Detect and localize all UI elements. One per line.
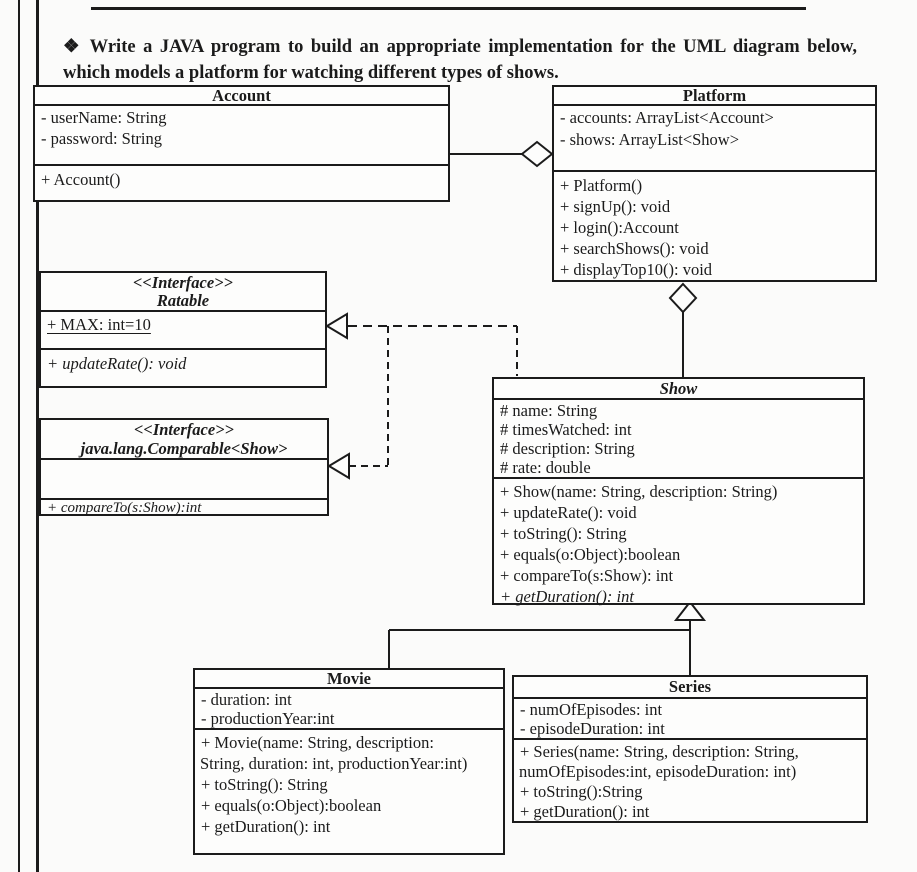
attribute: - episodeDuration: int <box>520 719 665 738</box>
method: + updateRate(): void <box>47 354 187 373</box>
attribute: - duration: int <box>201 690 292 709</box>
class-title: java.lang.Comparable<Show> <box>80 439 288 458</box>
class-movie: Movie - duration: int - productionYear:i… <box>193 668 505 855</box>
method: + updateRate(): void <box>500 503 637 522</box>
method: + compareTo(s:Show):int <box>47 500 202 516</box>
method: + signUp(): void <box>560 197 671 216</box>
method: + equals(o:Object):boolean <box>500 545 681 564</box>
method: + login():Account <box>560 218 679 237</box>
method: + getDuration(): int <box>201 817 331 836</box>
attribute: - numOfEpisodes: int <box>520 700 663 719</box>
left-inner-border <box>36 0 39 872</box>
method: + Series(name: String, description: Stri… <box>520 742 799 761</box>
class-title: Series <box>668 677 712 696</box>
method: + Show(name: String, description: String… <box>500 482 778 501</box>
attribute: - shows: ArrayList<Show> <box>560 130 740 149</box>
interface-ratable: <<Interface>> Ratable + MAX: int=10 + up… <box>39 271 327 388</box>
method: + toString(): String <box>500 524 627 543</box>
empty-attributes <box>41 458 327 498</box>
aggregation-account-platform <box>449 140 554 168</box>
attribute: - userName: String <box>41 108 167 127</box>
realization-show-comparable <box>327 326 389 480</box>
interface-comparable: <<Interface>> java.lang.Comparable<Show>… <box>39 418 329 516</box>
method-continuation: numOfEpisodes:int, episodeDuration: int) <box>519 762 797 781</box>
attribute: # name: String <box>500 401 598 420</box>
attribute: - productionYear:int <box>201 709 335 728</box>
class-show: Show # name: String # timesWatched: int … <box>492 377 865 606</box>
realization-show-ratable <box>325 312 518 376</box>
diamond-bullet-icon: ❖ <box>63 36 83 57</box>
attribute: # timesWatched: int <box>500 420 632 439</box>
method: + toString():String <box>520 782 643 801</box>
class-title: Account <box>212 86 271 105</box>
generalization-movie-series-show <box>388 600 707 676</box>
stereotype: <<Interface>> <box>134 420 234 439</box>
stereotype: <<Interface>> <box>133 272 233 292</box>
method: + Account() <box>41 170 121 189</box>
method: + Platform() <box>560 176 643 195</box>
realization-triangle-icon <box>325 312 348 340</box>
class-account: Account - userName: String - password: S… <box>33 85 450 202</box>
task-text: Write a JAVA program to build an appropr… <box>63 36 857 83</box>
method: + toString(): String <box>201 775 328 794</box>
class-title: Platform <box>682 86 747 105</box>
attribute: - password: String <box>41 129 162 148</box>
method: + Movie(name: String, description: <box>201 733 434 752</box>
attribute: + MAX: int=10 <box>47 315 151 334</box>
method: + displayTop10(): void <box>560 260 713 279</box>
attribute: # description: String <box>500 439 635 458</box>
class-platform: Platform - accounts: ArrayList<Account> … <box>552 85 877 282</box>
aggregation-diamond-icon <box>668 282 698 314</box>
method-continuation: String, duration: int, productionYear:in… <box>200 754 468 773</box>
left-outer-border <box>18 0 20 872</box>
class-title: Movie <box>327 669 371 688</box>
method: + equals(o:Object):boolean <box>201 796 382 815</box>
attribute: # rate: double <box>500 458 591 477</box>
method: + getDuration(): int <box>520 802 650 821</box>
class-series: Series - numOfEpisodes: int - episodeDur… <box>512 675 868 823</box>
class-title: Show <box>659 379 698 398</box>
aggregation-diamond-icon <box>520 140 554 168</box>
class-title: Ratable <box>156 290 210 310</box>
top-rule <box>91 7 806 10</box>
abstract-method: + getDuration(): int <box>500 587 634 606</box>
method: + searchShows(): void <box>560 239 709 258</box>
aggregation-platform-show <box>668 282 698 377</box>
attribute: - accounts: ArrayList<Account> <box>560 108 774 127</box>
realization-triangle-icon <box>327 452 350 480</box>
task-statement: ❖ Write a JAVA program to build an appro… <box>63 34 857 86</box>
method: + compareTo(s:Show): int <box>500 566 674 585</box>
